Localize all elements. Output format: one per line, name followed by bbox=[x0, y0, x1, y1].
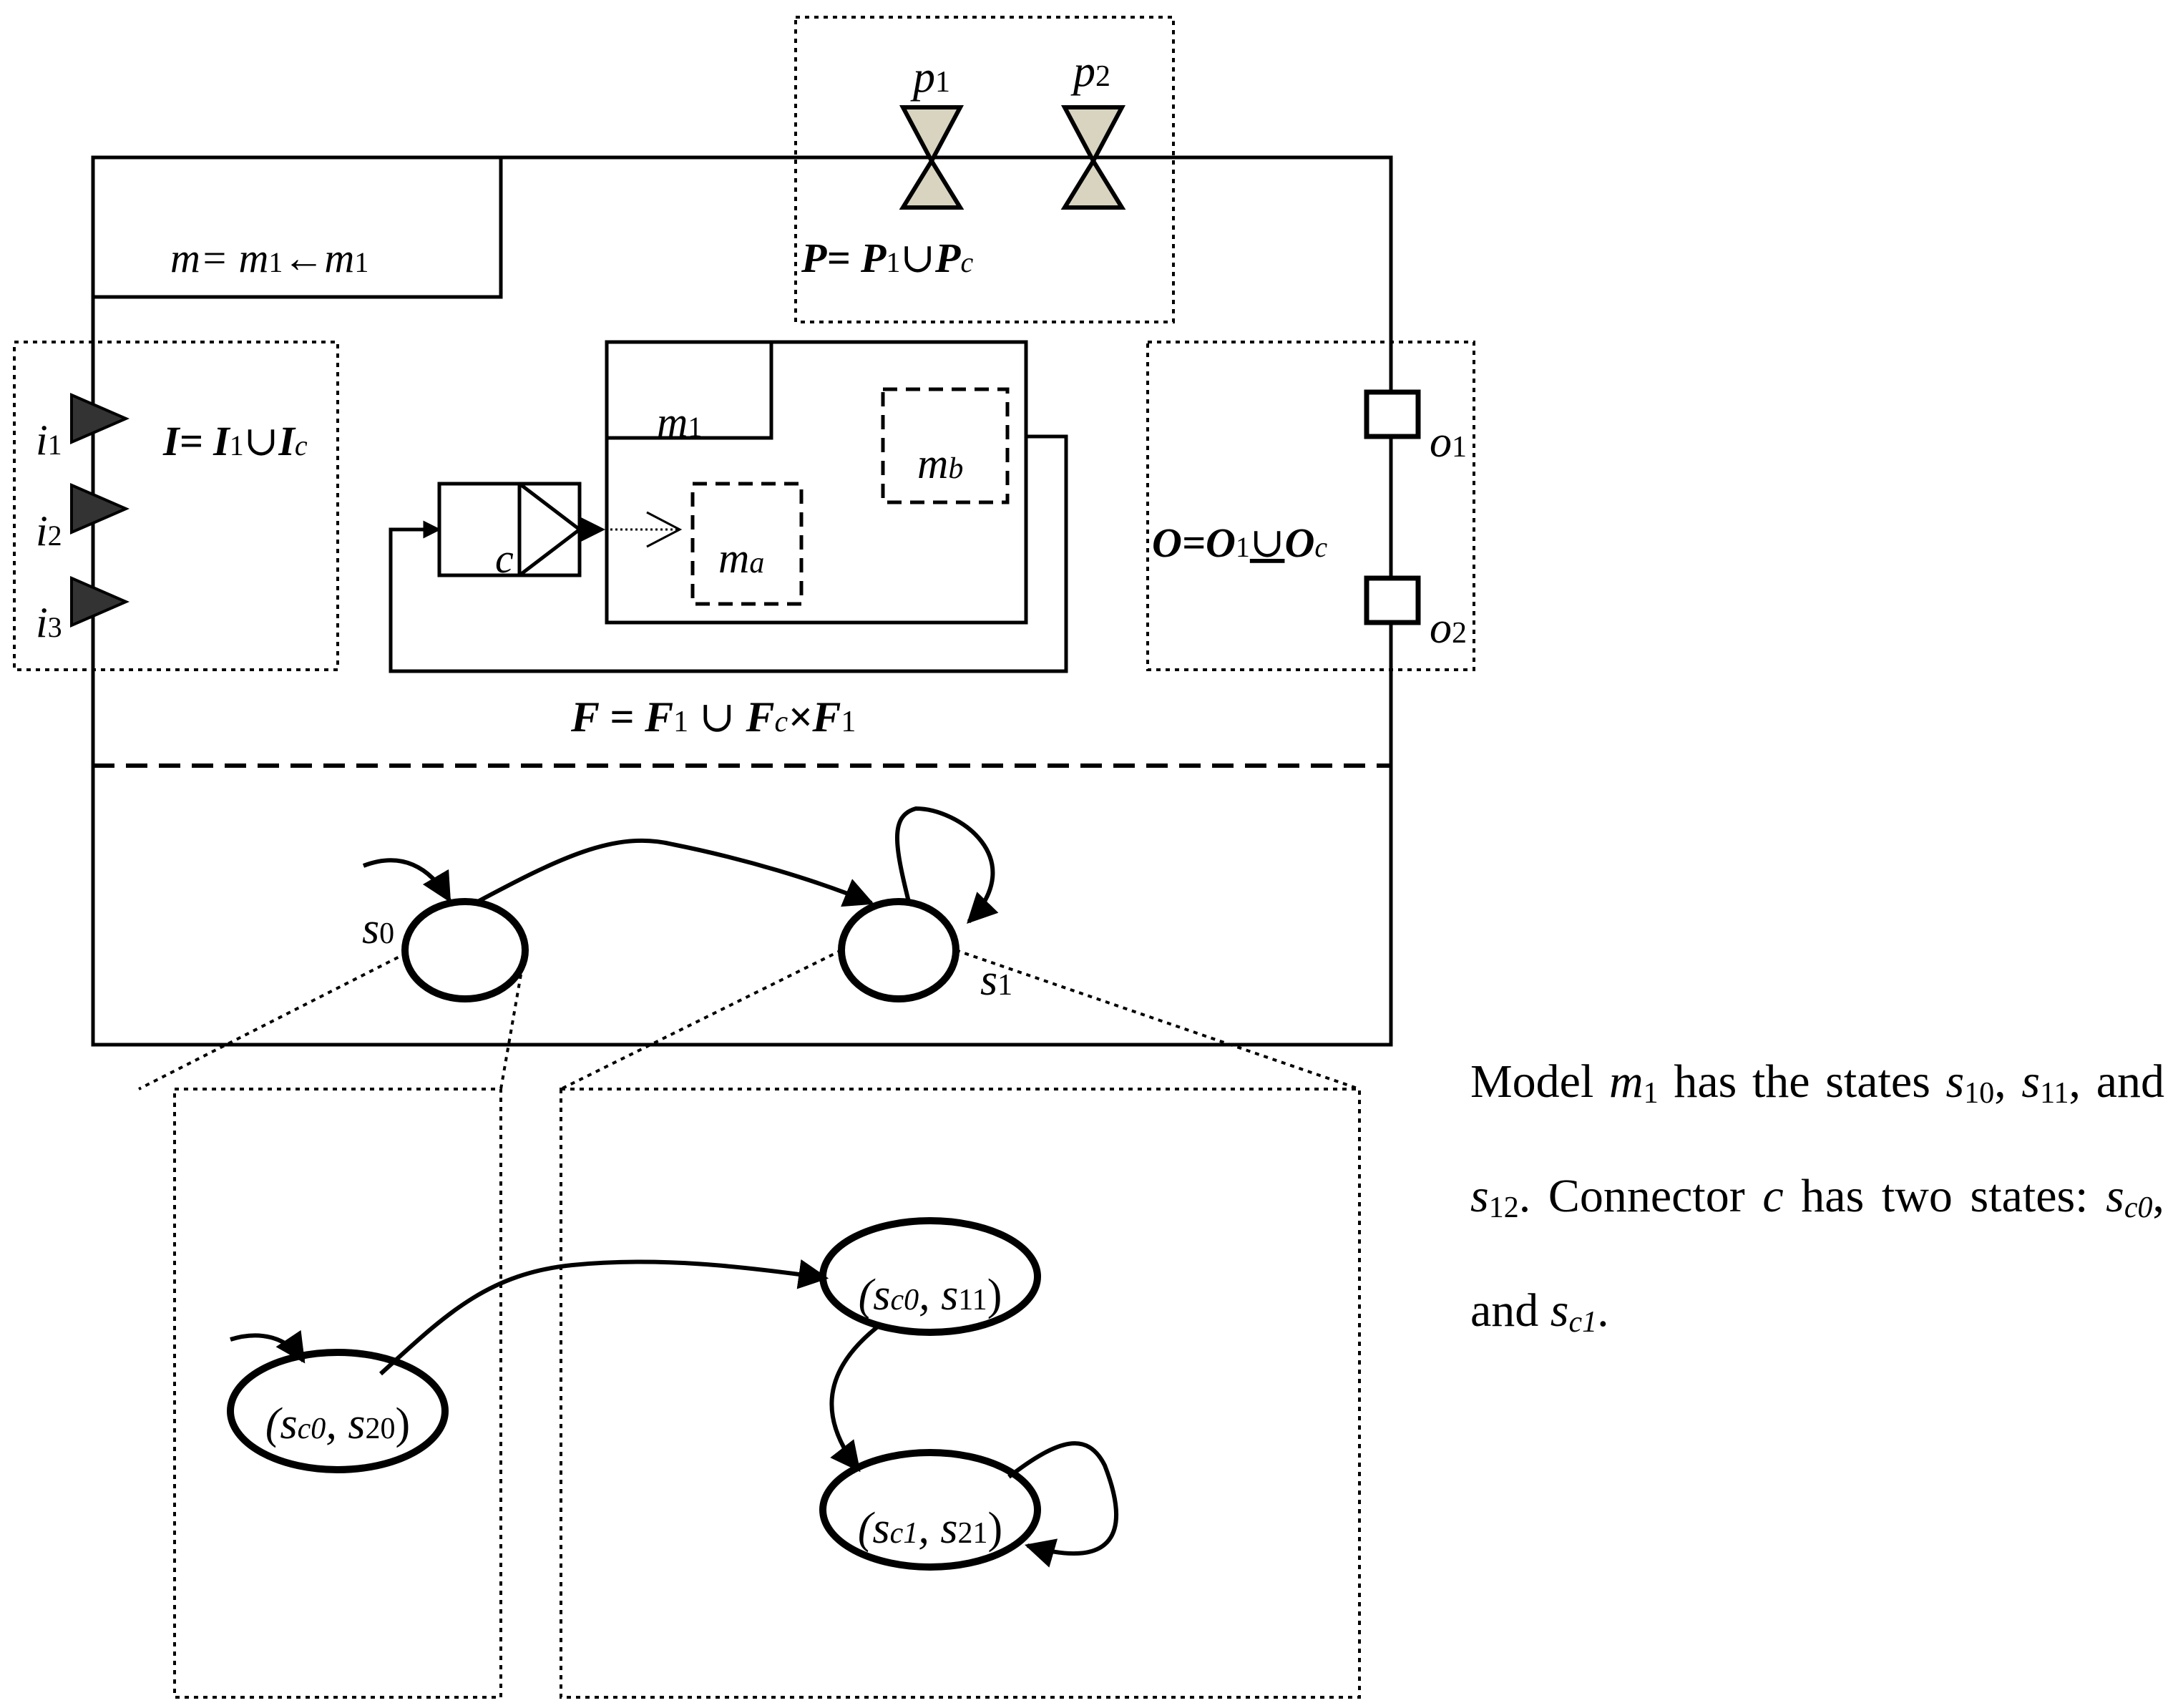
label-i2: i2 bbox=[36, 507, 62, 555]
port-region-O bbox=[1146, 341, 1475, 671]
formula-O: O=O1∪Oc bbox=[1152, 519, 1327, 566]
inner-model-header bbox=[607, 342, 773, 440]
composite-state-sc1-s21 bbox=[819, 1449, 1041, 1571]
label-p1: p1 bbox=[910, 53, 950, 102]
label-o1: o1 bbox=[1430, 418, 1467, 467]
initial-transition-arrow bbox=[362, 858, 451, 903]
open-arrowhead-icon bbox=[646, 511, 683, 548]
label-composite-sc1-s21: (sc1, s21) bbox=[858, 1504, 1002, 1553]
label-i3: i3 bbox=[36, 599, 62, 646]
zoom-line bbox=[955, 949, 1360, 1090]
model-name-box bbox=[93, 157, 503, 299]
transition-composite-a-b bbox=[379, 1259, 829, 1376]
self-loop-s1 bbox=[895, 806, 999, 924]
composite-state-sc0-s20 bbox=[227, 1349, 449, 1473]
formula-F: F = F1 ∪ Fc×F1 bbox=[570, 693, 856, 741]
port-region-P bbox=[794, 16, 1175, 323]
initial-transition-composite bbox=[230, 1329, 306, 1364]
label-o2: o2 bbox=[1430, 604, 1467, 653]
state-s0 bbox=[401, 898, 529, 1002]
input-port-icon bbox=[70, 392, 130, 445]
valve-icon bbox=[899, 105, 965, 210]
coupled-model-box bbox=[91, 155, 1393, 1047]
state-s1 bbox=[838, 898, 959, 1002]
submodel-ma-box bbox=[690, 482, 804, 606]
model-name-label: m= m1←m1 bbox=[170, 235, 368, 281]
formula-I: I= I1∪Ic bbox=[162, 418, 308, 464]
feedback-loop-line bbox=[389, 434, 1068, 673]
zoom-line bbox=[560, 949, 842, 1090]
input-port-icon bbox=[70, 482, 130, 535]
valve-icon bbox=[1060, 105, 1126, 210]
port-region-I bbox=[13, 341, 339, 671]
expanded-s1-panel bbox=[560, 1088, 1361, 1699]
inner-model-m1-box bbox=[605, 340, 1028, 625]
zoom-line bbox=[138, 952, 407, 1090]
self-loop-composite-c bbox=[1007, 1441, 1119, 1568]
zoom-line bbox=[499, 974, 522, 1090]
output-port-icon bbox=[1364, 575, 1421, 625]
label-composite-sc0-s11: (sc0, s11) bbox=[859, 1271, 1002, 1319]
label-ma: ma bbox=[718, 535, 764, 582]
label-mb: mb bbox=[917, 440, 963, 487]
label-i1: i1 bbox=[36, 416, 62, 464]
expanded-s0-panel bbox=[173, 1088, 502, 1699]
submodel-mb-box bbox=[881, 387, 1010, 504]
connector-output-arrow-icon bbox=[580, 517, 605, 542]
transition-s0-s1 bbox=[474, 838, 874, 907]
label-composite-sc0-s20: (sc0, s20) bbox=[265, 1400, 410, 1448]
label-p2: p2 bbox=[1070, 47, 1110, 96]
label-connector-c: c bbox=[495, 535, 514, 582]
connector-chevron bbox=[518, 482, 583, 577]
caption-text: Model m1 has the states s10, s11, and s1… bbox=[1470, 1055, 2165, 1339]
formula-P: P= P1∪Pc bbox=[801, 235, 973, 281]
output-port-icon bbox=[1364, 389, 1421, 439]
label-s0: s0 bbox=[362, 904, 394, 953]
label-s1: s1 bbox=[980, 956, 1012, 1005]
input-port-icon bbox=[70, 575, 130, 628]
transition-composite-b-c bbox=[829, 1322, 883, 1473]
label-m1: m1 bbox=[657, 399, 702, 446]
